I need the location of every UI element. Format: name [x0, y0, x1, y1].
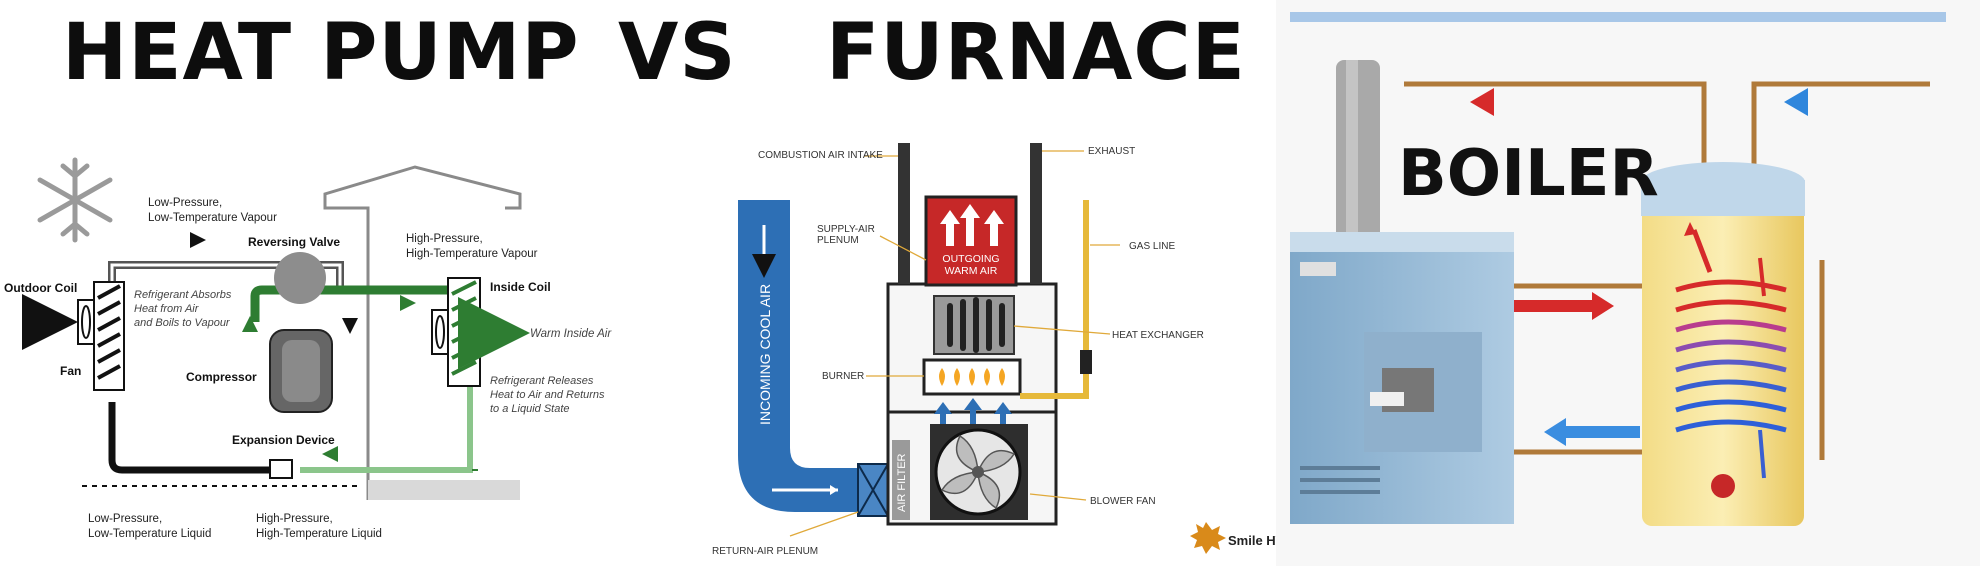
low-liquid-label-2: Low-Temperature Liquid — [88, 528, 211, 540]
snowflake-icon — [37, 157, 113, 243]
releases-label-3: to a Liquid State — [490, 403, 570, 415]
gas-line-label: GAS LINE — [1129, 241, 1175, 252]
gas-line-pipe — [1020, 200, 1089, 399]
high-liquid-pipe — [300, 360, 473, 473]
house-floor — [368, 480, 520, 500]
absorbs-label-3: and Boils to Vapour — [134, 317, 231, 329]
outgoing-label: OUTGOING — [942, 253, 999, 265]
reversing-valve-icon — [274, 252, 326, 304]
reversing-valve-label: Reversing Valve — [248, 235, 340, 249]
brand-label: Smile HV — [1228, 533, 1285, 548]
smile-hvac-logo: Smile HV — [1190, 522, 1285, 554]
furnace-diagram: INCOMING COOL AIR AIR FILTER OUTGOING WA… — [712, 143, 1285, 557]
title-furnace: FURNACE — [826, 8, 1246, 98]
compressor-label: Compressor — [186, 370, 257, 384]
heat-exchanger-label: HEAT EXCHANGER — [1112, 330, 1204, 341]
releases-label: Refrigerant Releases — [490, 375, 594, 387]
high-vapour-label-2: High-Temperature Vapour — [406, 248, 538, 260]
supply-air-label-2: PLENUM — [817, 235, 859, 246]
boiler-label: BOILER — [1398, 137, 1659, 211]
title-heat-pump: HEAT PUMP — [62, 8, 580, 98]
outdoor-coil-icon — [77, 281, 125, 391]
supply-air-label: SUPPLY-AIR — [817, 224, 875, 235]
high-liquid-label: High-Pressure, — [256, 513, 333, 525]
high-vapour-pipe — [250, 285, 448, 322]
low-liquid-label: Low-Pressure, — [88, 513, 162, 525]
house-outline — [323, 165, 522, 500]
high-vapour-label: High-Pressure, — [406, 233, 483, 245]
low-vapour-label: Low-Pressure, — [148, 197, 222, 209]
intake-pipe — [898, 143, 910, 284]
outdoor-coil-label: Outdoor Coil — [4, 281, 77, 295]
absorbs-label: Refrigerant Absorbs — [134, 289, 232, 301]
high-liquid-label-2: High-Temperature Liquid — [256, 528, 382, 540]
burner-label: BURNER — [822, 371, 864, 382]
combustion-air-intake-label: COMBUSTION AIR INTAKE — [758, 150, 883, 161]
absorbs-label-2: Heat from Air — [134, 303, 200, 315]
blower-fan-label: BLOWER FAN — [1090, 496, 1156, 507]
exhaust-label: EXHAUST — [1088, 146, 1135, 157]
outgoing-label-2: WARM AIR — [945, 265, 998, 277]
exhaust-pipe — [1030, 143, 1042, 284]
warm-inside-air-label: Warm Inside Air — [530, 328, 612, 340]
incoming-cool-air-label: INCOMING COOL AIR — [757, 284, 773, 425]
boiler-diagram: BOILER — [1276, 0, 1980, 566]
heating-coil — [1675, 279, 1787, 433]
title-vs: VS — [618, 8, 737, 98]
low-vapour-label-2: Low-Temperature Vapour — [148, 212, 277, 224]
inside-coil-label: Inside Coil — [490, 280, 551, 294]
flame-icon — [939, 368, 1005, 386]
low-liquid-pipe — [108, 402, 276, 474]
heat-pump-diagram: Low-Pressure, Low-Temperature Vapour Rev… — [4, 157, 612, 540]
return-air-plenum-label: RETURN-AIR PLENUM — [712, 546, 818, 557]
releases-label-2: Heat to Air and Returns — [490, 389, 605, 401]
fan-label: Fan — [60, 364, 81, 378]
incoming-duct — [738, 200, 860, 512]
air-filter-label: AIR FILTER — [896, 453, 908, 512]
fan-icon — [77, 299, 95, 345]
expansion-device-icon — [269, 459, 293, 479]
expansion-device-label: Expansion Device — [232, 433, 335, 447]
